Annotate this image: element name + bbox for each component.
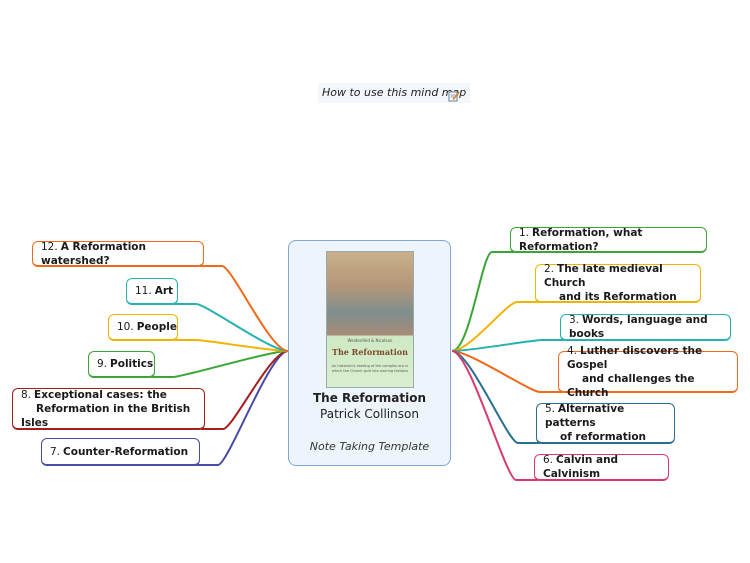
topic-label: and challenges the Church bbox=[567, 372, 695, 399]
topic-label: People bbox=[136, 321, 177, 333]
connector-9 bbox=[151, 350, 289, 378]
connector-10 bbox=[174, 339, 289, 352]
topic-number: 2. bbox=[544, 263, 555, 275]
topic-number: 6. bbox=[543, 454, 554, 466]
central-title: The Reformation bbox=[312, 391, 427, 405]
topic-node-3[interactable]: 3.Words, language and books bbox=[560, 314, 731, 341]
central-topic[interactable]: Weidenfeld & Nicolson The Reformation An… bbox=[288, 240, 451, 466]
topic-number: 8. bbox=[21, 388, 32, 401]
topic-label: Counter-Reformation bbox=[63, 445, 189, 458]
topic-label: Art bbox=[154, 285, 174, 297]
topic-label: Exceptional cases: the bbox=[34, 388, 167, 401]
topic-node-12[interactable]: 12.A Reformation watershed? bbox=[32, 241, 204, 267]
topic-number: 7. bbox=[50, 445, 61, 458]
topic-node-1[interactable]: 1.Reformation, what Reformation? bbox=[510, 227, 707, 253]
topic-label: A Reformation watershed? bbox=[41, 240, 146, 267]
topic-label: of reformation bbox=[560, 431, 647, 443]
topic-label: Words, language and books bbox=[569, 314, 708, 340]
topic-label: The late medieval Church bbox=[544, 263, 663, 289]
topic-label: Alternative patterns bbox=[545, 403, 625, 429]
note-icon[interactable] bbox=[448, 90, 460, 102]
connector-11 bbox=[174, 303, 289, 352]
topic-node-2[interactable]: 2.The late medieval Church and its Reform… bbox=[535, 263, 701, 303]
topic-label: Politics bbox=[110, 358, 154, 370]
cover-title: The Reformation bbox=[332, 347, 408, 357]
connector-2 bbox=[451, 301, 539, 352]
topic-number: 1. bbox=[519, 226, 530, 239]
topic-number: 3. bbox=[569, 314, 580, 326]
topic-number: 11. bbox=[135, 285, 152, 297]
connector-1 bbox=[451, 251, 514, 352]
topic-label: and its Reformation bbox=[559, 291, 677, 303]
cover-subtitle: An historian's reading of the complex er… bbox=[331, 364, 409, 373]
connector-7 bbox=[196, 350, 289, 466]
central-template-label: Note Taking Template bbox=[309, 440, 430, 453]
topic-label: Reformation in the British Isles bbox=[21, 402, 191, 429]
topic-number: 4. bbox=[567, 344, 578, 357]
topic-node-10[interactable]: 10.People bbox=[108, 314, 178, 341]
topic-number: 10. bbox=[117, 321, 134, 333]
topic-label: Luther discovers the Gospel bbox=[567, 344, 703, 371]
topic-node-7[interactable]: 7.Counter-Reformation bbox=[41, 438, 200, 466]
topic-number: 12. bbox=[41, 240, 58, 253]
topic-node-11[interactable]: 11.Art bbox=[126, 278, 178, 305]
how-to-use-link[interactable]: How to use this mind map bbox=[318, 83, 471, 103]
cover-series: Weidenfeld & Nicolson bbox=[347, 338, 393, 343]
topic-node-6[interactable]: 6.Calvin and Calvinism bbox=[534, 454, 669, 481]
connector-12 bbox=[200, 265, 289, 352]
topic-label: Calvin and Calvinism bbox=[543, 454, 619, 480]
topic-number: 9. bbox=[97, 358, 108, 370]
topic-label: Reformation, what Reformation? bbox=[519, 226, 643, 253]
connector-3 bbox=[451, 339, 564, 352]
topic-number: 5. bbox=[545, 403, 556, 415]
connector-4 bbox=[451, 350, 562, 393]
topic-node-5[interactable]: 5.Alternative patterns of reformation bbox=[536, 403, 675, 444]
connector-6 bbox=[451, 350, 538, 481]
book-cover-image: Weidenfeld & Nicolson The Reformation An… bbox=[326, 251, 414, 388]
topic-node-9[interactable]: 9.Politics bbox=[88, 351, 155, 378]
connector-8 bbox=[201, 350, 289, 430]
central-author: Patrick Collinson bbox=[320, 407, 419, 421]
